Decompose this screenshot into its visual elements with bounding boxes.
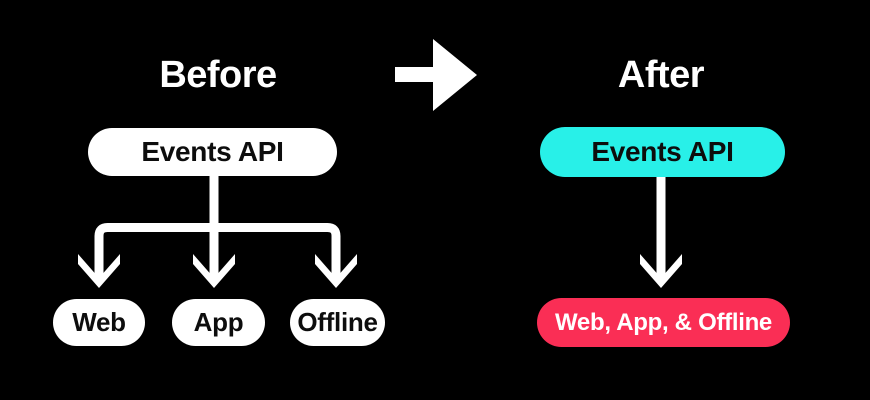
before-arrowhead-web-icon [78,254,120,288]
before-target-app-pill: App [172,299,265,346]
after-target-combined-pill: Web, App, & Offline [537,298,790,347]
before-arrowhead-app-icon [193,254,235,288]
before-events-api-label: Events API [141,136,284,167]
before-heading: Before [159,54,277,96]
before-target-offline-pill: Offline [290,299,385,346]
before-target-offline-label: Offline [297,307,378,337]
before-arrowhead-offline-icon [315,254,357,288]
after-events-api-label: Events API [591,136,734,167]
after-events-api-pill: Events API [540,127,785,177]
before-target-web-pill: Web [53,299,145,346]
after-target-combined-label: Web, App, & Offline [555,308,772,336]
after-arrowhead-icon [640,254,682,288]
after-heading: After [617,54,705,96]
before-branch-line [94,223,341,280]
before-events-api-pill: Events API [88,128,337,176]
before-target-app-label: App [193,307,244,337]
right-arrow-icon [395,39,477,111]
before-target-web-label: Web [72,307,126,337]
